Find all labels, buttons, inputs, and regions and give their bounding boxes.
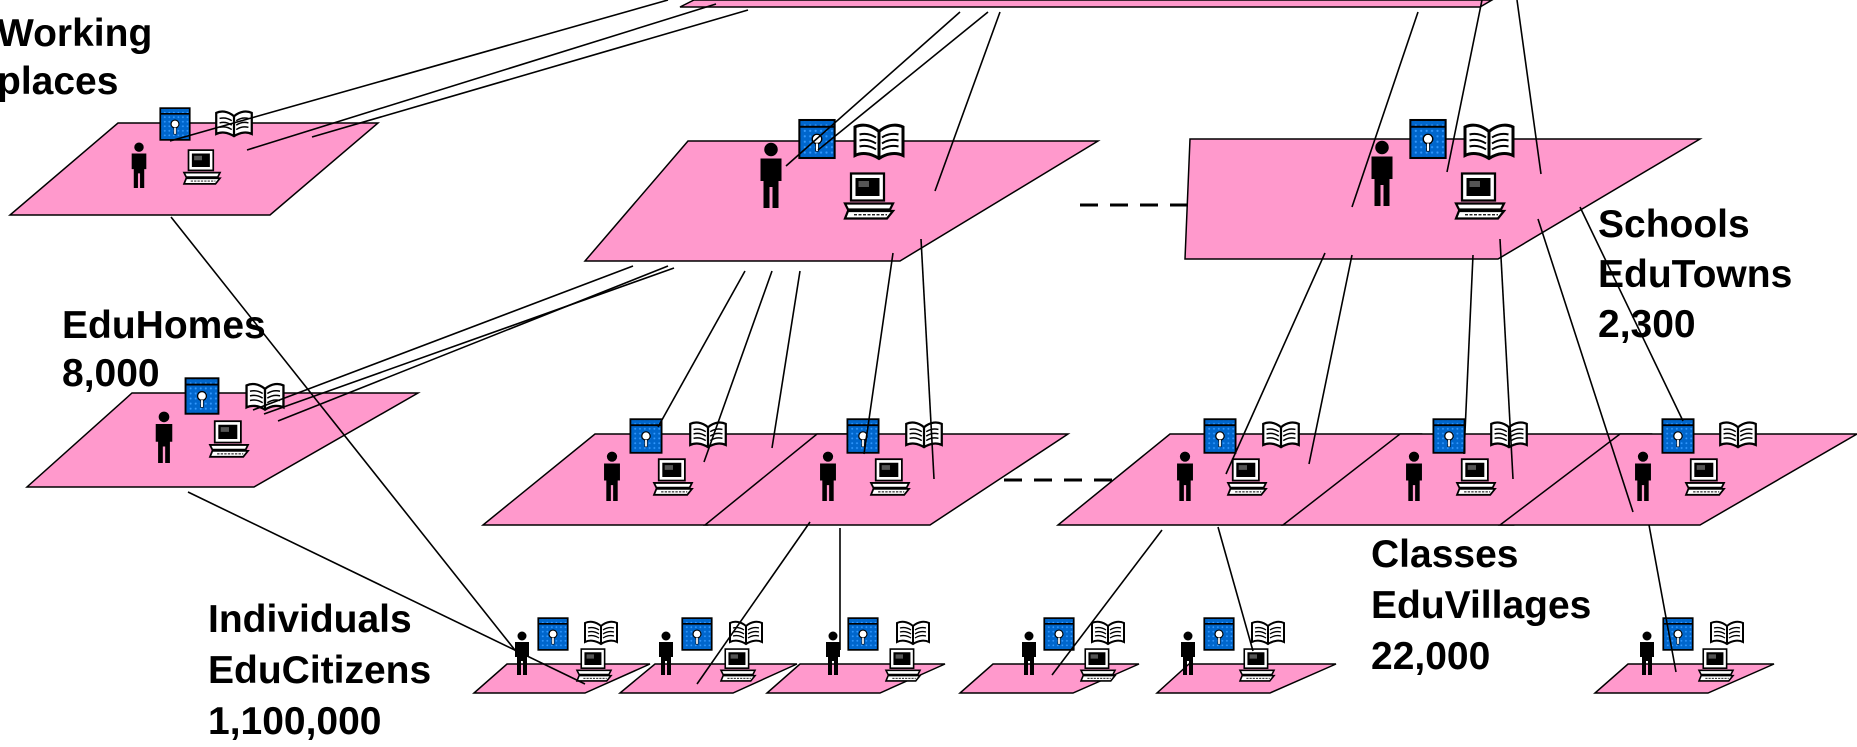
planes [7,0,1857,694]
label-schools: Schools EduTowns 2,300 [1598,200,1792,350]
book-tile-icon [681,617,713,651]
book-tile-icon [1203,617,1235,651]
book-tile-icon [537,617,569,651]
book-tile-icon [1432,418,1466,454]
open-book-icon [905,421,943,449]
label-eduhomes: EduHomes 8,000 [62,302,266,398]
open-book-icon [689,421,727,449]
label-working-places: Working places [0,10,152,106]
label-line: Working [0,12,153,55]
open-book-icon [853,123,905,161]
label-classes: Classes EduVillages 22,000 [1371,529,1591,682]
plane-top [679,0,1494,8]
open-book-icon [895,620,931,646]
open-book-icon [1719,421,1757,449]
plane-individual-6 [1593,663,1775,694]
plane-school-2 [1184,138,1703,260]
plane-school-1 [583,140,1101,262]
plane-individual-1 [472,663,651,694]
book-tile-icon [1043,617,1075,651]
connection-lines [169,0,1684,685]
label-line: Individuals [208,598,412,641]
open-book-icon [1463,123,1515,161]
book-tile-icon [847,617,879,651]
open-book-icon [1250,620,1286,646]
label-line: 8,000 [62,352,160,395]
label-line: 22,000 [1371,635,1491,678]
book-tile-icon [1661,418,1695,454]
label-line: EduHomes [62,304,266,347]
open-book-icon [215,110,253,138]
open-book-icon [1262,421,1300,449]
open-book-icon [1709,620,1745,646]
book-tile-icon [159,107,191,141]
book-tile-icon [629,418,663,454]
label-line: EduTowns [1598,253,1793,296]
label-line: Schools [1598,203,1750,246]
label-line: 2,300 [1598,303,1696,346]
book-tile-icon [846,418,880,454]
label-line: Classes [1371,533,1519,576]
ellipsis-markers [1004,203,1200,482]
book-tile-icon [1203,418,1237,454]
book-tile-icon [1409,118,1447,160]
plane-class-5 [1497,433,1857,526]
open-book-icon [583,620,619,646]
open-book-icon [1490,421,1528,449]
label-line: places [0,60,119,103]
label-individuals: Individuals EduCitizens 1,100,000 [208,594,431,747]
label-line: EduCitizens [208,649,432,692]
label-line: 1,100,000 [208,700,382,743]
label-line: EduVillages [1371,584,1592,627]
open-book-icon [728,620,764,646]
open-book-icon [1090,620,1126,646]
